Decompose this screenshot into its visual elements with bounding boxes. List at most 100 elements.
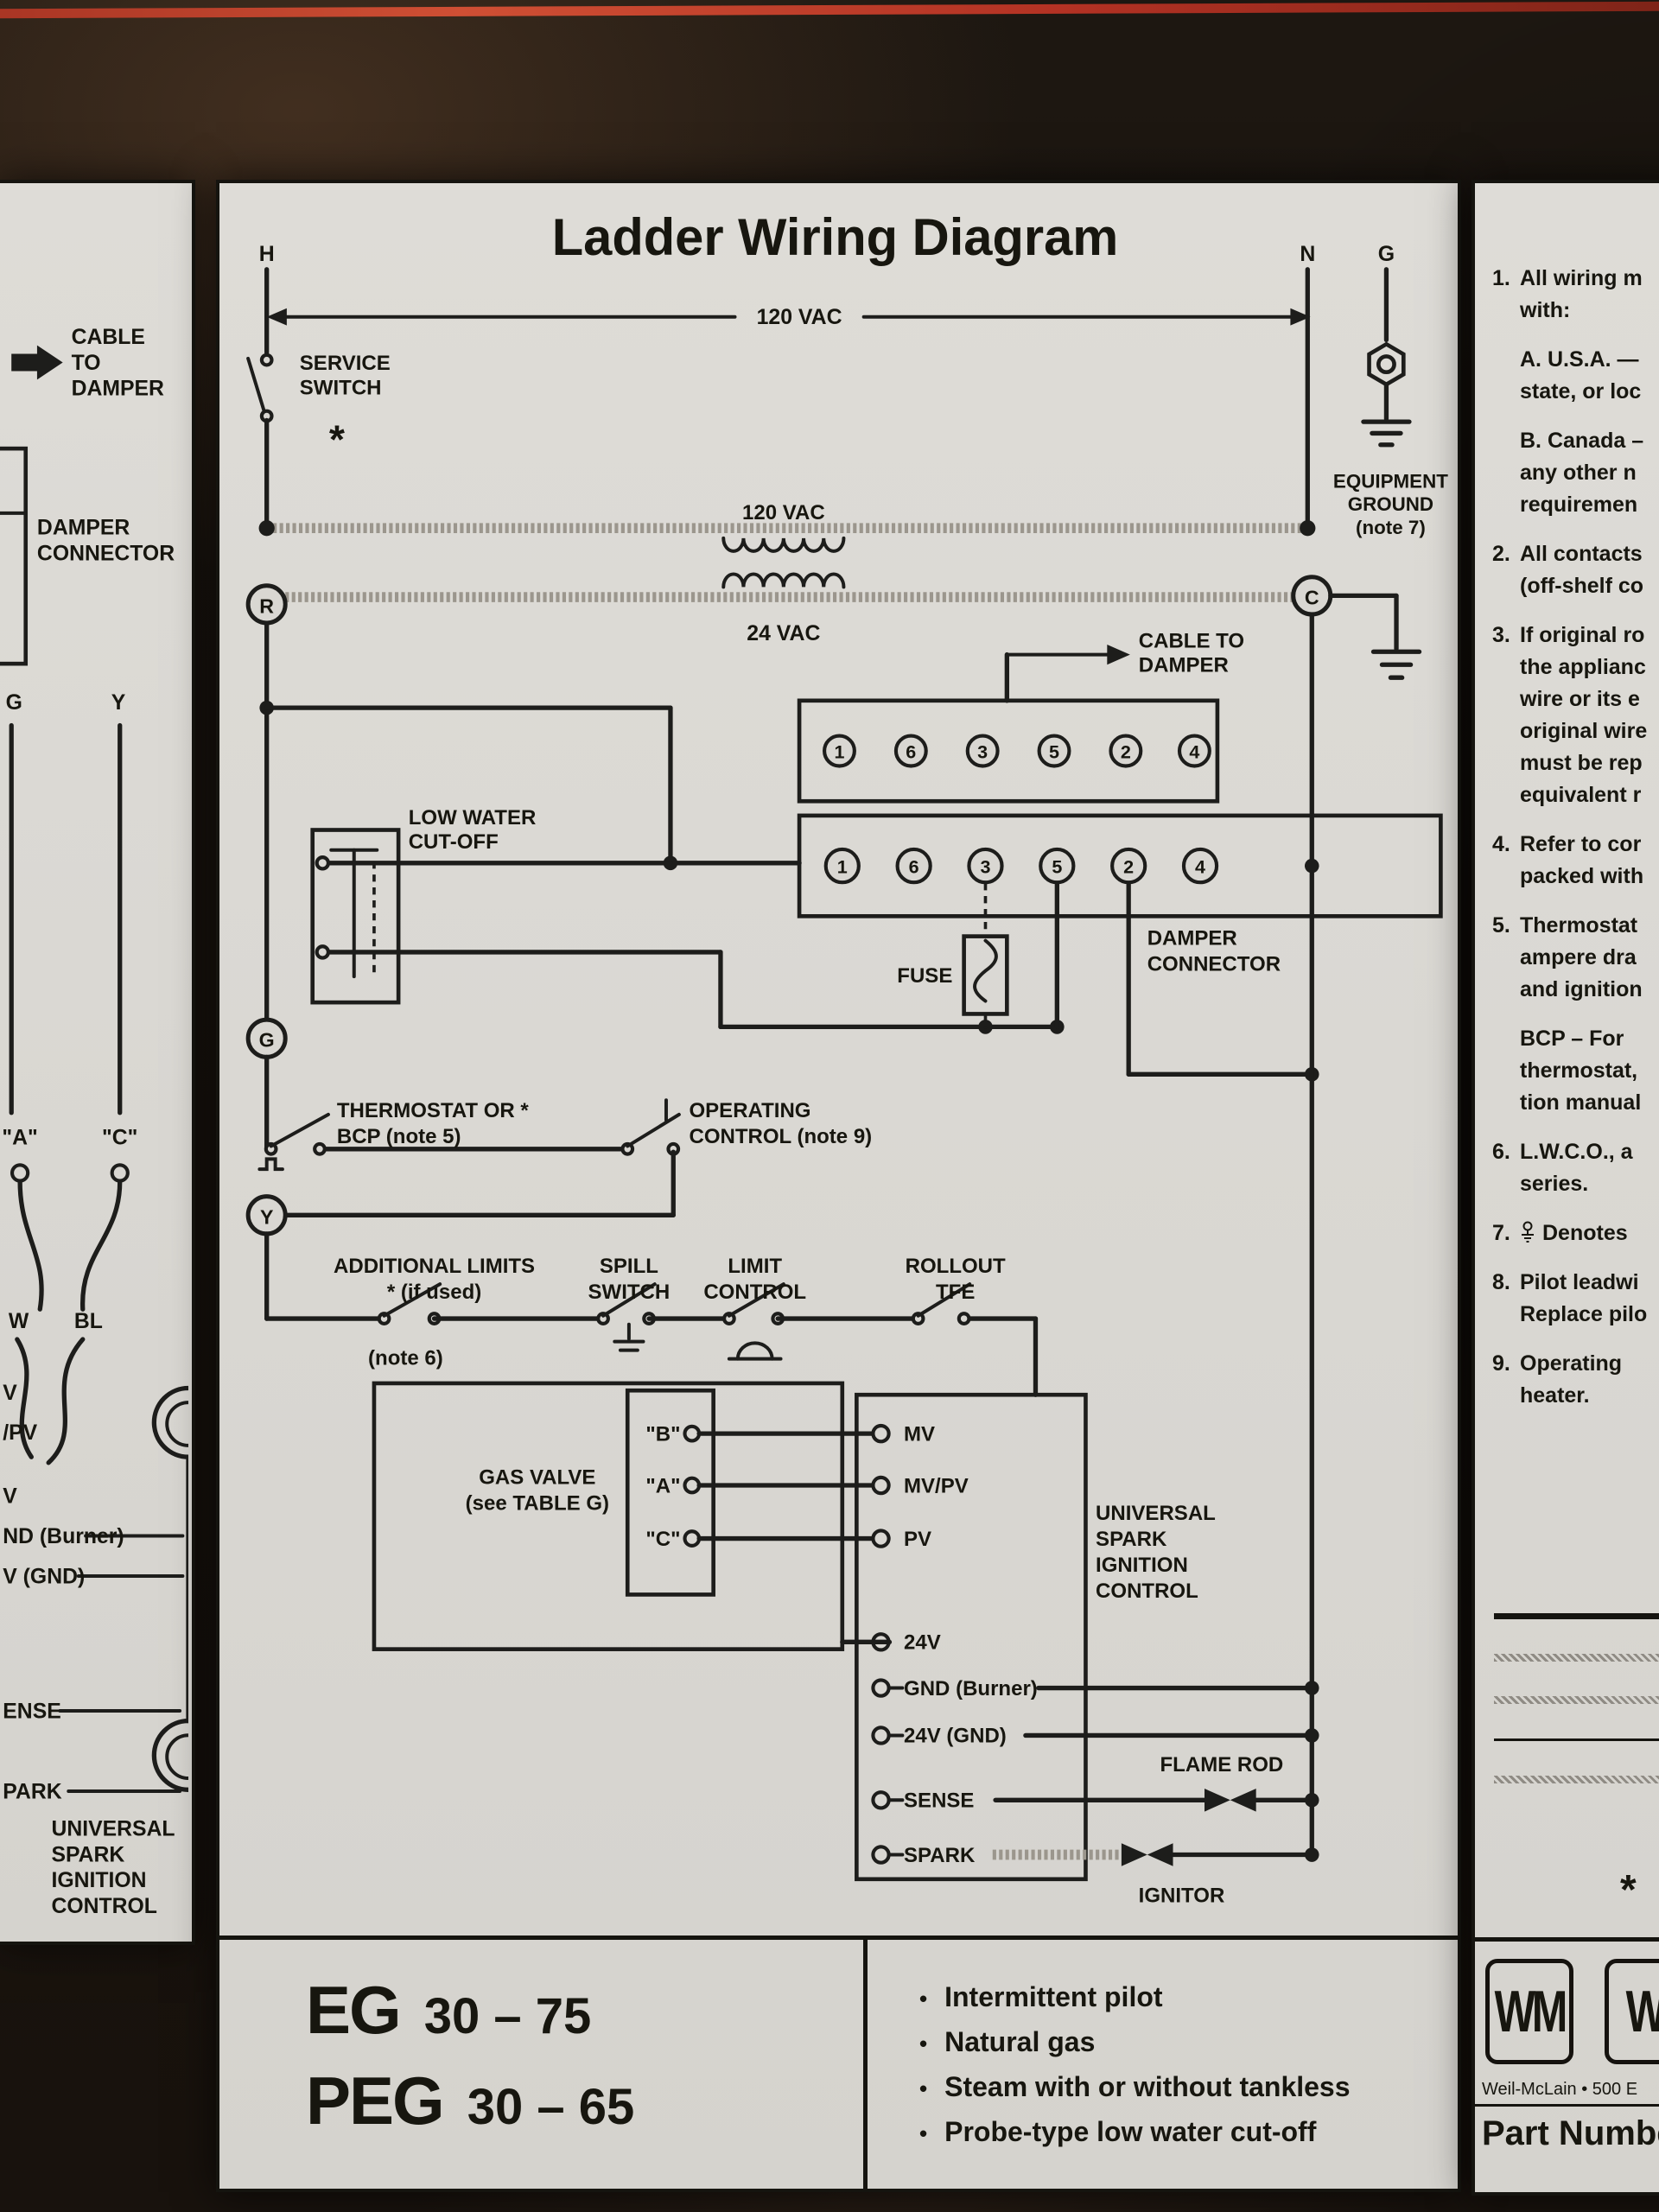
- pin-number: 6: [906, 741, 916, 762]
- note-line: ampere dra: [1520, 945, 1637, 969]
- ignition-control-group: MV MV/PV PV 24V GND (Burner) 24V (GND) S…: [840, 1392, 1319, 1907]
- feature-item: • Natural gas: [919, 2026, 1458, 2058]
- earth-ground-icon: [1522, 1221, 1534, 1243]
- thermostat-blade: [269, 1112, 330, 1148]
- thermostat-label: BCP (note 5): [337, 1125, 461, 1148]
- spill-switch-label: SWITCH: [588, 1281, 671, 1304]
- note-line: All wiring m: [1520, 266, 1643, 290]
- cut-text: V: [3, 1484, 17, 1508]
- ladder-diagram: Ladder Wiring Diagram H N G 120 VAC SERV…: [245, 208, 1448, 1907]
- fuse-label: FUSE: [897, 964, 952, 988]
- note-line: Operating: [1520, 1351, 1623, 1376]
- divider: [1475, 2104, 1659, 2107]
- legend-line-hatched: [1494, 1776, 1659, 1783]
- terminal-c: C: [1305, 586, 1319, 608]
- note-1: 1. All wiring m with:: [1492, 263, 1659, 327]
- fuse-group: FUSE: [897, 883, 1009, 1029]
- hex-nut-icon: [1367, 341, 1406, 387]
- left-labels: CABLE TO DAMPER DAMPER CONNECTOR G Y "A"…: [2, 326, 175, 1918]
- logo-text: WM: [1494, 1979, 1568, 2044]
- wire-bl-label: BL: [74, 1310, 103, 1333]
- flame-rod-arrow-icon: [1205, 1788, 1230, 1812]
- note-number: 3.: [1492, 623, 1510, 647]
- cut-text: ENSE: [3, 1700, 60, 1723]
- cable-clamp-icon: [151, 1385, 191, 1459]
- asterisk: *: [329, 417, 346, 462]
- damper-connector-label: DAMPER: [37, 517, 130, 540]
- cable-to-damper-label: TO: [72, 352, 101, 375]
- model-name: EG: [306, 1972, 402, 2048]
- valve-terminal-b: "B": [645, 1422, 680, 1446]
- usic-label: UNIVERSAL: [1096, 1502, 1216, 1525]
- feature-item: •Intermittent pilot: [919, 1981, 1458, 2013]
- ignition-terminal-label: GND (Burner): [904, 1677, 1038, 1700]
- note-line: with:: [1520, 298, 1571, 322]
- line-style-legend: [1494, 1613, 1659, 1818]
- ignition-terminal-label: 24V (GND): [904, 1725, 1007, 1748]
- gas-valve-label: (see TABLE G): [466, 1491, 609, 1515]
- cut-text: V: [3, 1382, 17, 1405]
- feature-text: Natural gas: [944, 2025, 1096, 2057]
- cut-text: /PV: [3, 1421, 37, 1445]
- note-line: Denotes: [1520, 1217, 1659, 1249]
- model-row: EG 30 – 75: [306, 1971, 863, 2050]
- weil-mclain-logo: WM: [1485, 1959, 1573, 2064]
- legend-line-hatched: [1494, 1654, 1659, 1662]
- note-number: 5.: [1492, 913, 1510, 938]
- note-line: B. Canada –: [1520, 429, 1644, 453]
- rail-n-label: N: [1300, 242, 1315, 266]
- arrow-right-icon: [1290, 308, 1311, 326]
- operating-control-label: CONTROL (note 9): [689, 1125, 872, 1148]
- red-stripe: [0, 1, 1659, 19]
- terminal-r: R: [259, 594, 274, 617]
- fuse-icon: [973, 938, 998, 1003]
- note-text: Denotes: [1542, 1221, 1628, 1245]
- pin-number: 5: [1049, 741, 1059, 762]
- usic-label: CONTROL: [1096, 1580, 1198, 1603]
- terminal-y-label: Y: [111, 691, 126, 715]
- legend-line-hatched: [1494, 1696, 1659, 1704]
- note-line: Refer to cor: [1520, 832, 1642, 856]
- damper-connector-label: CONNECTOR: [1147, 952, 1281, 976]
- note-number: 2.: [1492, 542, 1510, 566]
- note-number: 6.: [1492, 1140, 1510, 1164]
- service-switch-blade: [246, 356, 266, 412]
- note-number: 8.: [1492, 1270, 1510, 1294]
- rail-h-label: H: [259, 242, 275, 266]
- part-number-label: Part Numbe: [1482, 2114, 1659, 2152]
- note-line: L.W.C.O., a: [1520, 1140, 1633, 1164]
- weil-mclain-logo: WM: [1605, 1959, 1659, 2064]
- cut-text: ND (Burner): [3, 1525, 124, 1548]
- operating-control-blade: [626, 1112, 681, 1148]
- note-number: 1.: [1492, 266, 1510, 290]
- service-switch-label: SERVICE: [300, 352, 391, 375]
- note-line: heater.: [1520, 1383, 1590, 1408]
- pin-number: 2: [1121, 741, 1131, 762]
- usic-label: UNIVERSAL: [51, 1817, 175, 1840]
- feature-text: Intermittent pilot: [944, 1980, 1163, 2012]
- bullet-icon: •: [919, 2030, 928, 2056]
- limit-string: ADDITIONAL LIMITS * (if used) (note 6) S…: [264, 1231, 1039, 1397]
- model-range: 30 – 65: [467, 2079, 635, 2135]
- primary-coil-icon: [721, 536, 846, 553]
- flame-rod-arrow-icon: [1230, 1788, 1256, 1812]
- additional-limits-label: ADDITIONAL LIMITS: [334, 1255, 535, 1278]
- cable-to-damper-label: DAMPER: [1139, 654, 1229, 677]
- feature-item: •Steam with or without tankless: [919, 2071, 1458, 2103]
- gas-valve-group: GAS VALVE (see TABLE G) "B" "A" "C": [372, 1381, 875, 1651]
- note-line: Thermostat: [1520, 913, 1638, 938]
- note-7: 7. Denotes: [1492, 1217, 1659, 1249]
- anticipator-icon: [257, 1157, 284, 1172]
- pin-number: 4: [1189, 741, 1199, 762]
- operating-control-label: OPERATING: [689, 1099, 810, 1122]
- pin-number: 5: [1052, 855, 1062, 877]
- pin-number: 4: [1195, 855, 1205, 877]
- legend-line-solid-thin: [1494, 1738, 1659, 1741]
- equipment-ground-label: GROUND: [1348, 493, 1433, 515]
- model-range: 30 – 75: [423, 1988, 592, 2044]
- ignition-terminal-label: PV: [904, 1528, 931, 1551]
